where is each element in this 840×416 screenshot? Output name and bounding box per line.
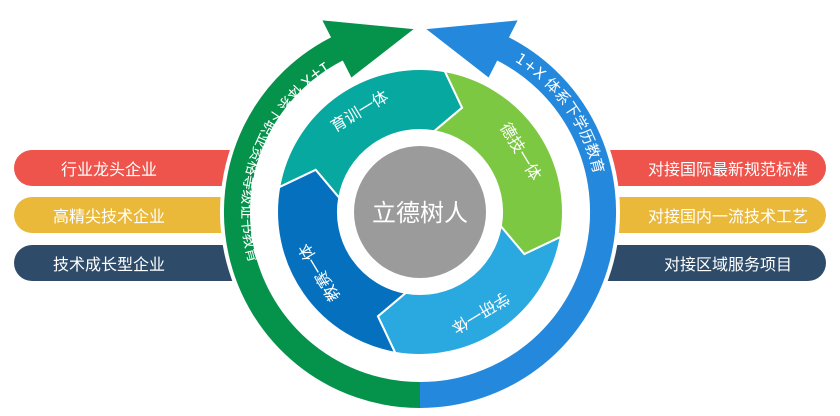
center-circle xyxy=(354,146,486,278)
right-item-intl-standards: 对接国际最新规范标准 xyxy=(598,150,826,186)
outer-arc-right xyxy=(419,34,616,408)
right-item-domestic-craft: 对接国内一流技术工艺 xyxy=(598,197,826,233)
center-label: 立德树人 xyxy=(372,199,468,227)
outer-arc-left xyxy=(224,34,421,408)
left-item-growth-tech: 技术成长型企业 xyxy=(14,245,244,281)
right-item-regional-service: 对接区域服务项目 xyxy=(598,245,826,281)
left-item-industry-leader: 行业龙头企业 xyxy=(14,150,244,186)
arrowhead-right-icon xyxy=(426,20,518,78)
left-item-high-tech: 高精尖技术企业 xyxy=(14,197,244,233)
segment-jiaosai xyxy=(276,168,409,355)
arrowhead-left-icon xyxy=(322,20,414,78)
